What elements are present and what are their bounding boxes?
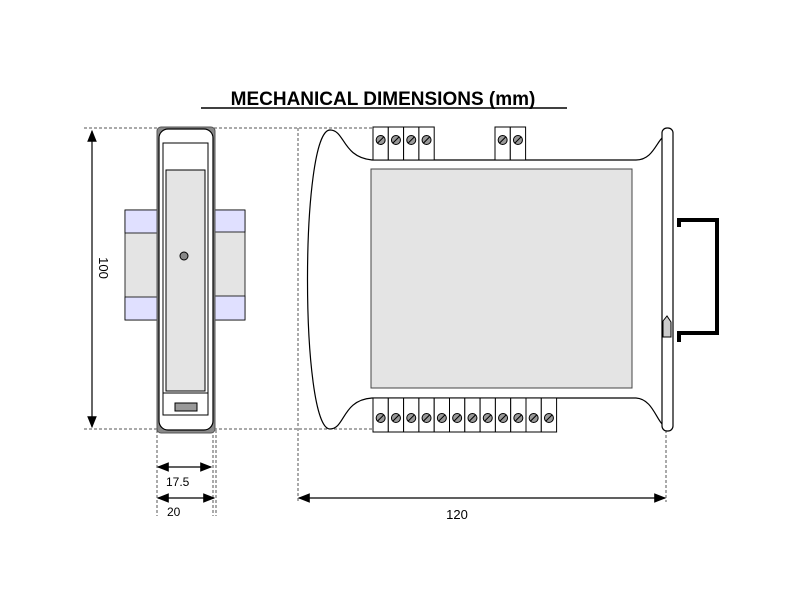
screw-icon <box>390 413 401 423</box>
side-panel <box>370 168 633 389</box>
depth-label: 120 <box>446 507 468 522</box>
din-clip-tab <box>662 315 672 338</box>
screw-icon <box>497 135 508 145</box>
screw-icon <box>406 135 417 145</box>
width-outer-label: 20 <box>167 505 181 519</box>
height-label: 100 <box>96 257 111 279</box>
screw-icon <box>543 413 554 423</box>
front-view <box>124 126 246 434</box>
screw-icon <box>498 413 509 423</box>
side-view <box>306 127 719 432</box>
screw-icon <box>452 413 463 423</box>
screw-icon <box>375 413 386 423</box>
width-inner-label: 17.5 <box>166 475 190 489</box>
screw-icon <box>467 413 478 423</box>
screw-icon <box>436 413 447 423</box>
screw-icon <box>513 413 524 423</box>
screw-icon <box>375 135 386 145</box>
width-outer-dimension: 20 <box>156 493 216 519</box>
drawing-title: MECHANICAL DIMENSIONS (mm) <box>231 89 536 110</box>
screw-icon <box>528 413 539 423</box>
din-rail <box>677 218 719 342</box>
screw-icon <box>421 413 432 423</box>
height-dimension: 100 <box>87 129 111 429</box>
screw-icon <box>512 135 523 145</box>
width-inner-dimension: 17.5 <box>156 462 213 489</box>
front-panel <box>165 169 206 392</box>
side-housing <box>306 129 664 430</box>
depth-dimension: 120 <box>297 493 667 522</box>
terminal-blocks <box>372 126 558 433</box>
led-indicator <box>179 251 189 261</box>
din-flange <box>661 127 674 432</box>
screw-icon <box>421 135 432 145</box>
screw-icon <box>390 135 401 145</box>
screw-icon <box>482 413 493 423</box>
screw-icon <box>406 413 417 423</box>
front-label-bar <box>174 402 198 412</box>
